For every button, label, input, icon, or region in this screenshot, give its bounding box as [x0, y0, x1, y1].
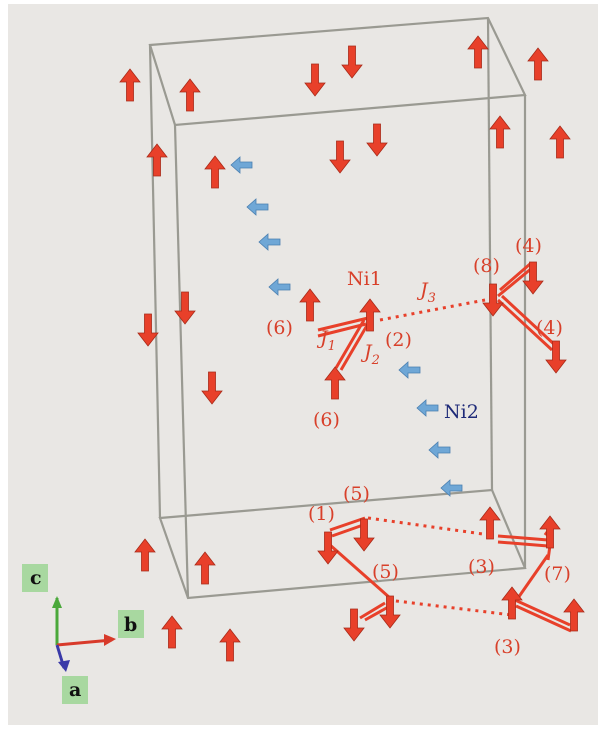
spin-down-arrow: [174, 291, 196, 325]
ni2-spin-arrow: [416, 399, 439, 417]
spin-up-arrow: [467, 35, 489, 69]
b-axis-label-box: [118, 610, 144, 638]
spin-up-arrow: [479, 506, 501, 540]
site-5-upper-label: (5): [343, 483, 370, 505]
spin-up-arrow: [119, 68, 141, 102]
j2-bond: [334, 319, 371, 371]
ni2-spin-arrow: [398, 361, 421, 379]
spin-up-arrow: [146, 143, 168, 177]
spin-up-arrow: [161, 615, 183, 649]
bond-7-3b: [516, 554, 550, 599]
site-4-upper-label: (4): [515, 235, 542, 257]
site-5-lower-label: (5): [372, 561, 399, 583]
b-axis-label: b: [124, 614, 137, 636]
spin-arrows: [119, 35, 585, 662]
c-axis-label-box: [22, 564, 48, 592]
j1-subscript: 1: [328, 339, 336, 354]
spin-down-arrow: [366, 123, 388, 157]
ni2-spin-arrow: [268, 278, 291, 296]
spin-down-arrow: [482, 283, 504, 317]
spin-down-arrow: [353, 518, 375, 552]
bond-5b-down: [359, 601, 391, 622]
site-2-label: (2): [385, 329, 412, 351]
c-axis-label: c: [30, 567, 42, 589]
j3-bond: [379, 298, 486, 322]
spin-down-arrow: [137, 313, 159, 347]
spin-up-arrow: [134, 538, 156, 572]
spin-down-arrow: [304, 63, 326, 97]
site-1-label: (1): [308, 503, 335, 525]
j1-letter: J: [316, 327, 329, 349]
spin-down-arrow: [329, 140, 351, 174]
bond-3a-7: [497, 534, 549, 548]
spin-up-arrow: [299, 288, 321, 322]
j3-subscript: 3: [428, 291, 436, 306]
diagram-labels: Ni1 Ni2 J3 J1 J2 (6) (6) (2) (8) (4) (4)…: [266, 235, 571, 658]
ni2-spin-arrow: [440, 479, 463, 497]
ni2-spin-arrow: [246, 198, 269, 216]
spin-down-arrow: [545, 340, 567, 374]
spin-up-arrow: [204, 155, 226, 189]
j1-bond: [317, 316, 369, 338]
j2-letter: J: [360, 341, 373, 363]
spin-up-arrow: [359, 298, 381, 332]
bond-3b-right: [514, 598, 572, 633]
spin-up-arrow: [179, 78, 201, 112]
unit-cell: [148, 16, 527, 600]
spin-up-arrow: [324, 366, 346, 400]
axes-triad: c b a: [22, 564, 144, 704]
spin-up-arrow: [527, 47, 549, 81]
spin-up-arrow: [549, 125, 571, 159]
site-7-label: (7): [544, 563, 571, 585]
j2-label: J2: [360, 341, 380, 368]
spin-down-arrow: [201, 371, 223, 405]
spin-down-arrow: [317, 531, 339, 565]
bond-8-4a: [497, 262, 533, 298]
spin-up-arrow: [501, 586, 523, 620]
b-axis-head: [104, 634, 116, 646]
j2-subscript: 2: [371, 353, 380, 368]
j1-label: J1: [316, 327, 336, 354]
j3-letter: J: [416, 279, 429, 301]
site-6-upper-label: (6): [266, 317, 293, 339]
j3-label: J3: [416, 279, 436, 306]
site-3-upper-label: (3): [468, 556, 495, 578]
spin-down-arrow: [379, 595, 401, 629]
ni2-spin-arrow: [428, 441, 451, 459]
a-axis-label: a: [69, 679, 81, 701]
spin-down-arrow: [522, 261, 544, 295]
site-4-lower-label: (4): [536, 317, 563, 339]
spin-up-arrow: [539, 515, 561, 549]
ni2-spin-arrow: [258, 233, 281, 251]
spin-up-arrow: [219, 628, 241, 662]
c-axis-head: [52, 596, 62, 608]
spin-up-arrow: [489, 115, 511, 149]
spin-up-arrow: [194, 551, 216, 585]
ni2-spin-arrow: [230, 156, 253, 174]
spin-down-arrow: [341, 45, 363, 79]
ni1-label: Ni1: [347, 268, 382, 290]
bond-8-4b: [496, 294, 558, 352]
site-8-label: (8): [473, 255, 500, 277]
site-3-lower-label: (3): [494, 636, 521, 658]
a-axis-label-box: [62, 676, 88, 704]
spin-up-arrow: [563, 598, 585, 632]
ni2-label: Ni2: [444, 401, 479, 423]
bond-1-5b: [329, 543, 391, 600]
exchange-bonds: [317, 262, 572, 633]
site-6-lower-label: (6): [313, 409, 340, 431]
a-axis-head: [58, 660, 70, 672]
bond-5b-3b: [387, 598, 513, 617]
b-axis-line: [56, 638, 113, 647]
spin-down-arrow: [343, 608, 365, 642]
